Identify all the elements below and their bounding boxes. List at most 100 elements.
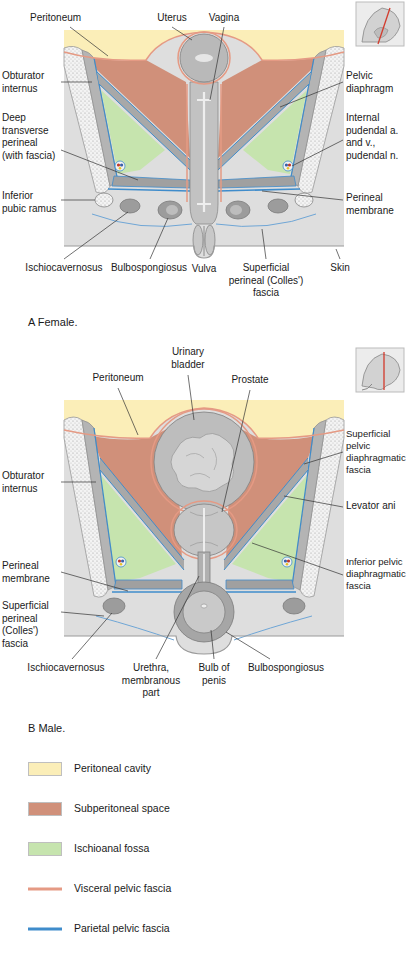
legend-row: Ischioanal fossa (28, 840, 328, 858)
illustration-part (197, 92, 211, 212)
part-label: Vagina (204, 12, 244, 25)
illustration-part (204, 226, 205, 256)
illustration-part (186, 448, 217, 478)
illustration-part (280, 82, 343, 107)
part-label: Bulbospongiosus (244, 662, 328, 675)
part-label: Prostate (225, 374, 275, 387)
illustration-part (203, 508, 205, 552)
illustration-part (116, 557, 126, 567)
penile-bulb-shape (183, 591, 225, 633)
illustration-part (222, 390, 250, 512)
part-label: Internal pudendal a. and v., pudendal n. (346, 112, 406, 162)
part-label-text: Vagina (204, 12, 244, 25)
part-label: Inferior pelvic diaphragmatic fascia (346, 556, 406, 592)
part-label-text: Vulva (190, 263, 218, 276)
illustration-part (188, 375, 194, 420)
bladder-shape (154, 412, 254, 512)
legend-line (28, 928, 62, 931)
illustration-part (64, 400, 344, 654)
illustration-part (362, 384, 372, 390)
illustration-part (172, 27, 192, 40)
part-label-text: Peritoneum (88, 372, 148, 385)
illustration-part (262, 191, 343, 200)
illustration-part (119, 167, 122, 170)
illustration-part (195, 54, 213, 62)
illustration-part (120, 199, 140, 213)
part-label-text: Ischiocavernosus (24, 662, 108, 675)
part-label: Bulbospongiosus (108, 262, 190, 275)
skin-line (64, 246, 344, 258)
illustration-part (211, 630, 214, 659)
part-label: Obturator internus (2, 470, 58, 495)
part-label: Urinary bladder (160, 346, 216, 371)
part-label-text: Perineal membrane (2, 560, 58, 585)
legend-line-sample (28, 922, 62, 936)
part-label: Vulva (190, 263, 218, 276)
part-label-text: Inferior pubic ramus (2, 190, 58, 215)
part-label: Ischiocavernosus (24, 662, 108, 675)
panel-caption: B Male. (28, 722, 148, 736)
illustration-part (61, 82, 92, 83)
illustration-part (115, 161, 125, 171)
illustration-part (284, 496, 343, 507)
panel-caption-text: A Female. (28, 316, 148, 330)
illustration-part (150, 218, 168, 259)
part-label: Superficial perineal (Colles') fascia (2, 600, 58, 650)
illustration-part (383, 352, 384, 390)
part-label: Superficial perineal (Colles') fascia (226, 262, 306, 300)
illustration-part (61, 612, 104, 616)
part-label: Peritoneum (88, 372, 148, 385)
illustration-part (252, 543, 343, 575)
illustration-part (203, 554, 205, 584)
part-label: Ischiocavernosus (22, 262, 106, 275)
part-label: Skin (320, 262, 360, 275)
part-label-text: Perineal membrane (346, 192, 406, 217)
legend-row: Visceral pelvic fascia (28, 880, 328, 898)
part-label-text: Bulbospongiosus (244, 662, 328, 675)
legend-text: Peritoneal cavity (74, 761, 151, 776)
illustration-part (95, 193, 113, 207)
illustration-part (112, 176, 190, 188)
illustration-part (304, 452, 343, 464)
part-label: Bulb of penis (190, 662, 238, 687)
part-label: Perineal membrane (2, 560, 58, 585)
legend-swatch (28, 802, 62, 816)
part-label-text: Obturator internus (2, 470, 58, 495)
part-label-text: Obturator internus (2, 70, 58, 95)
illustration-part (103, 598, 125, 614)
illustration-part (94, 58, 118, 182)
part-label: Levator ani (346, 500, 406, 513)
female-section (64, 30, 344, 258)
illustration-part (356, 348, 404, 392)
part-label: Perineal membrane (346, 192, 406, 217)
part-label-text: Bulb of penis (190, 662, 238, 687)
part-label: Superficial pelvic diaphragmatic fascia (346, 428, 406, 476)
illustration-part (118, 559, 121, 562)
part-label-text: Inferior pelvic diaphragmatic fascia (346, 556, 406, 592)
legend-row: Peritoneal cavity (28, 760, 328, 778)
illustration-part (118, 388, 138, 435)
part-label-text: Ischiocavernosus (22, 262, 106, 275)
illustration-part (108, 189, 190, 191)
part-label: Urethra, membranous part (116, 662, 186, 700)
legend-row: Subperitoneal space (28, 800, 328, 818)
part-label-text: Levator ani (346, 500, 406, 513)
illustration-part (61, 482, 96, 483)
legend-text: Ischioanal fossa (74, 841, 149, 856)
panel-caption: A Female. (28, 316, 148, 330)
legend-line-sample (28, 882, 62, 896)
illustration-part (61, 200, 95, 201)
part-label-text: Superficial pelvic diaphragmatic fascia (346, 428, 406, 476)
urethra-shape (198, 552, 210, 586)
part-label-text: Peritoneum (30, 12, 100, 25)
illustration-part (64, 30, 344, 258)
illustration-part (378, 8, 390, 44)
illustration-part (151, 409, 257, 515)
illustration-part (94, 428, 116, 586)
illustration-part (178, 32, 230, 84)
illustration-part (70, 27, 108, 56)
legend-swatch (28, 762, 62, 776)
illustration-part (226, 632, 270, 659)
part-label: Peritoneum (30, 12, 100, 25)
female-right-half (216, 46, 344, 226)
